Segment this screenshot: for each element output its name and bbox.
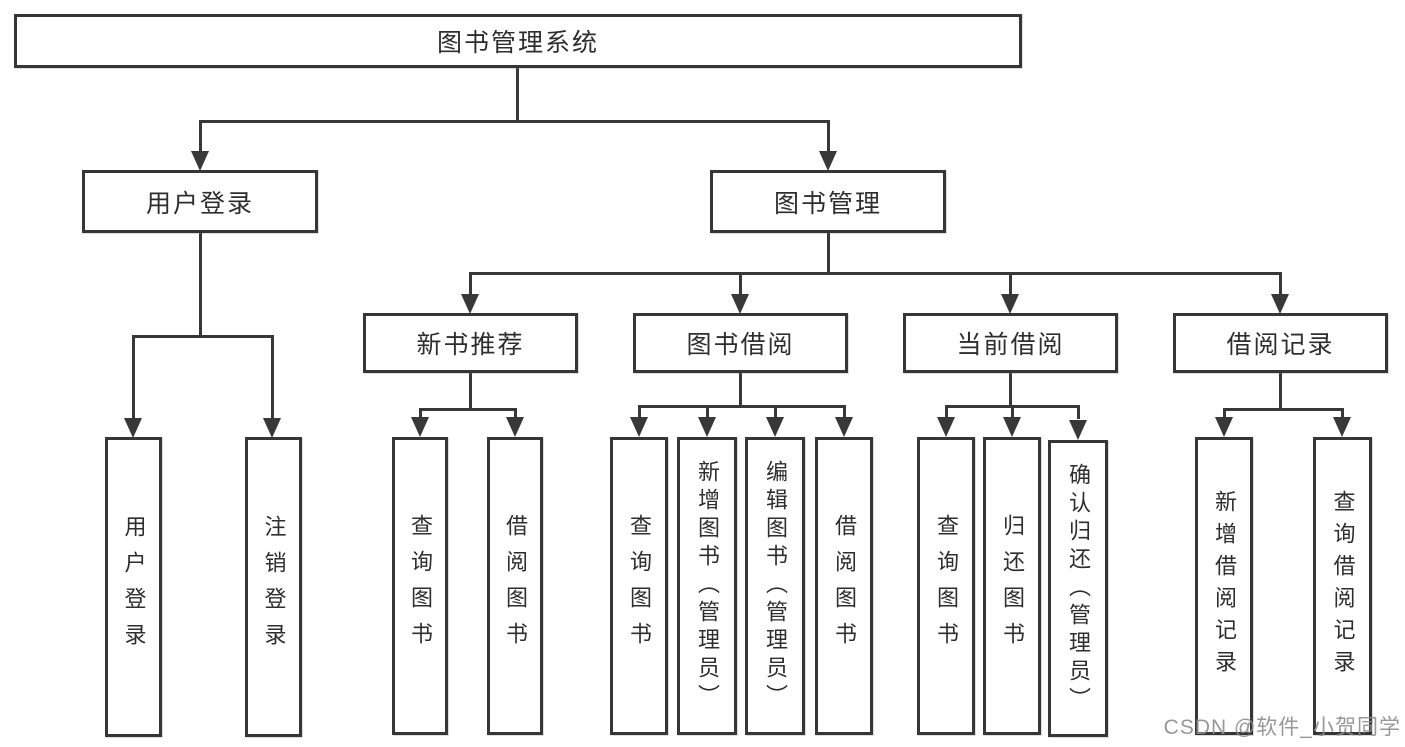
arrowhead-icon [1215,417,1233,437]
node-borrowing-records-label: 借阅记录 [1226,331,1335,359]
leaf-query-books-1-label: 查询图书 [408,514,433,658]
connector-line [774,405,777,419]
node-user-login-label: 用户登录 [145,189,254,218]
node-current-borrowing-label: 当前借阅 [956,331,1065,359]
connector-line [469,272,1281,275]
node-user-login: 用户登录 [82,170,318,233]
connector-line [1279,272,1282,296]
connector-line [638,405,845,408]
node-book-borrowing-label: 图书借阅 [686,331,795,359]
leaf-query-borrow-record-label: 查询借阅记录 [1330,490,1356,682]
connector-line [638,405,641,419]
node-root: 图书管理系统 [14,14,1022,68]
leaf-query-books-2-label: 查询图书 [627,514,652,658]
node-root-label: 图书管理系统 [436,29,599,57]
connector-line [1223,408,1226,419]
connector-line [419,408,422,419]
connector-line [945,405,948,419]
leaf-query-borrow-record: 查询借阅记录 [1313,437,1372,735]
connector-line [132,335,135,420]
arrowhead-icon [1271,294,1289,314]
node-book-borrowing: 图书借阅 [633,313,848,373]
leaf-borrow-books-1: 借阅图书 [487,437,543,735]
connector-line [1341,408,1344,419]
arrowhead-icon [1069,420,1087,440]
connector-line [419,408,517,411]
leaf-borrow-books-2: 借阅图书 [815,437,873,735]
connector-line [827,120,830,153]
connector-line [827,233,830,272]
connector-line [1279,373,1282,408]
arrowhead-icon [1003,417,1021,437]
arrowhead-icon [698,417,716,437]
connector-line [199,120,830,123]
leaf-edit-books-admin-label: 编辑图书（管理员） [763,460,788,712]
connector-line [516,68,519,120]
connector-line [739,272,742,296]
connector-line [469,373,472,408]
leaf-add-books-admin-label: 新增图书（管理员） [695,460,720,712]
leaf-user-login-label: 用户登录 [121,515,147,659]
leaf-edit-books-admin: 编辑图书（管理员） [745,437,805,735]
connector-line [1077,405,1080,419]
leaf-query-books-1: 查询图书 [392,437,448,735]
node-current-borrowing: 当前借阅 [903,313,1118,373]
connector-line [199,233,202,335]
node-borrowing-records: 借阅记录 [1173,313,1388,373]
leaf-return-books: 归还图书 [983,437,1041,735]
connector-line [514,408,517,419]
connector-line [1009,272,1012,296]
connector-line [1223,408,1343,411]
node-book-management-label: 图书管理 [773,189,882,218]
leaf-logout-label: 注销登录 [261,515,287,659]
leaf-query-books-3: 查询图书 [917,437,975,735]
arrowhead-icon [819,151,837,171]
leaf-return-books-label: 归还图书 [1000,514,1025,658]
watermark: CSDN @软件_小贺同学 [1163,716,1401,739]
leaf-borrow-books-2-label: 借阅图书 [832,514,857,658]
leaf-query-books-2: 查询图书 [610,437,668,735]
leaf-query-books-3-label: 查询图书 [934,514,959,658]
arrowhead-icon [124,418,142,438]
arrowhead-icon [766,417,784,437]
connector-line [739,373,742,405]
arrowhead-icon [506,417,524,437]
arrowhead-icon [1001,294,1019,314]
leaf-add-books-admin: 新增图书（管理员） [677,437,737,735]
leaf-user-login: 用户登录 [105,437,162,737]
node-book-management: 图书管理 [710,170,946,233]
arrowhead-icon [835,417,853,437]
connector-line [843,405,846,419]
arrowhead-icon [461,294,479,314]
leaf-confirm-return-admin-label: 确认归还（管理员） [1066,462,1091,715]
connector-line [469,272,472,296]
leaf-add-borrow-record: 新增借阅记录 [1195,437,1253,735]
connector-line [271,335,274,420]
leaf-logout: 注销登录 [245,437,302,737]
node-new-book-recommend-label: 新书推荐 [416,331,525,359]
arrowhead-icon [630,417,648,437]
arrowhead-icon [411,417,429,437]
connector-line [132,335,273,338]
arrowhead-icon [1333,417,1351,437]
arrowhead-icon [191,151,209,171]
leaf-add-borrow-record-label: 新增借阅记录 [1212,490,1237,682]
connector-line [199,120,202,153]
arrowhead-icon [937,417,955,437]
connector-line [706,405,709,419]
connector-line [1011,405,1014,419]
node-new-book-recommend: 新书推荐 [363,313,578,373]
leaf-borrow-books-1-label: 借阅图书 [503,514,528,658]
arrowhead-icon [263,418,281,438]
leaf-confirm-return-admin: 确认归还（管理员） [1048,440,1108,737]
connector-line [1009,373,1012,405]
arrowhead-icon [731,294,749,314]
